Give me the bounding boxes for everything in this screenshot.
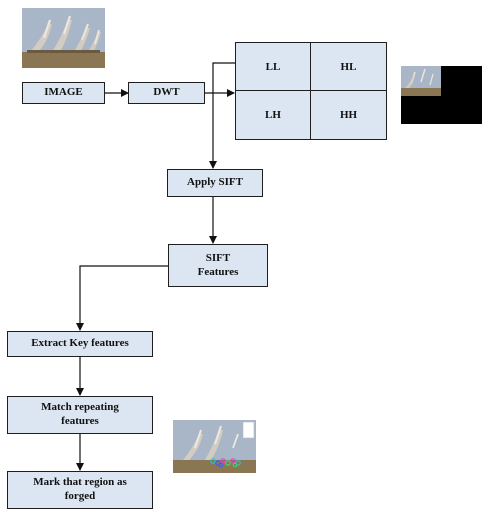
subband-ll: LL [236, 43, 311, 91]
subband-hh-label: HH [339, 109, 358, 121]
dwt-node: DWT [128, 82, 205, 104]
extract-key-features-label: Extract Key features [31, 337, 129, 350]
extract-key-features-node: Extract Key features [7, 331, 153, 357]
apply-sift-node: Apply SIFT [167, 169, 263, 197]
subband-hh: HH [311, 91, 386, 139]
result-photo [173, 420, 256, 473]
arrow-ll-to-sift [209, 62, 235, 169]
dwt-node-label: DWT [153, 86, 180, 99]
subband-lh-label: LH [265, 109, 281, 121]
subband-hl-label: HL [340, 60, 357, 73]
sift-features-node: SIFT Features [168, 244, 268, 287]
input-photo [22, 8, 105, 68]
dwt-output-thumbnail [401, 66, 482, 124]
dwt-subband-grid: LL HL LH HH [235, 42, 387, 140]
arrow-features-to-extract [76, 265, 168, 331]
mark-region-forged-node: Mark that region as forged [7, 471, 153, 509]
subband-ll-label: LL [265, 60, 281, 73]
mark-region-forged-label: Mark that region as forged [33, 476, 127, 502]
match-repeating-features-node: Match repeating features [7, 396, 153, 434]
apply-sift-label: Apply SIFT [187, 176, 243, 189]
subband-lh: LH [236, 91, 311, 139]
image-node-label: IMAGE [44, 86, 83, 99]
sift-features-label: SIFT Features [197, 251, 239, 278]
subband-hl: HL [311, 43, 386, 91]
image-node: IMAGE [22, 82, 105, 104]
match-repeating-features-label: Match repeating features [41, 401, 119, 427]
